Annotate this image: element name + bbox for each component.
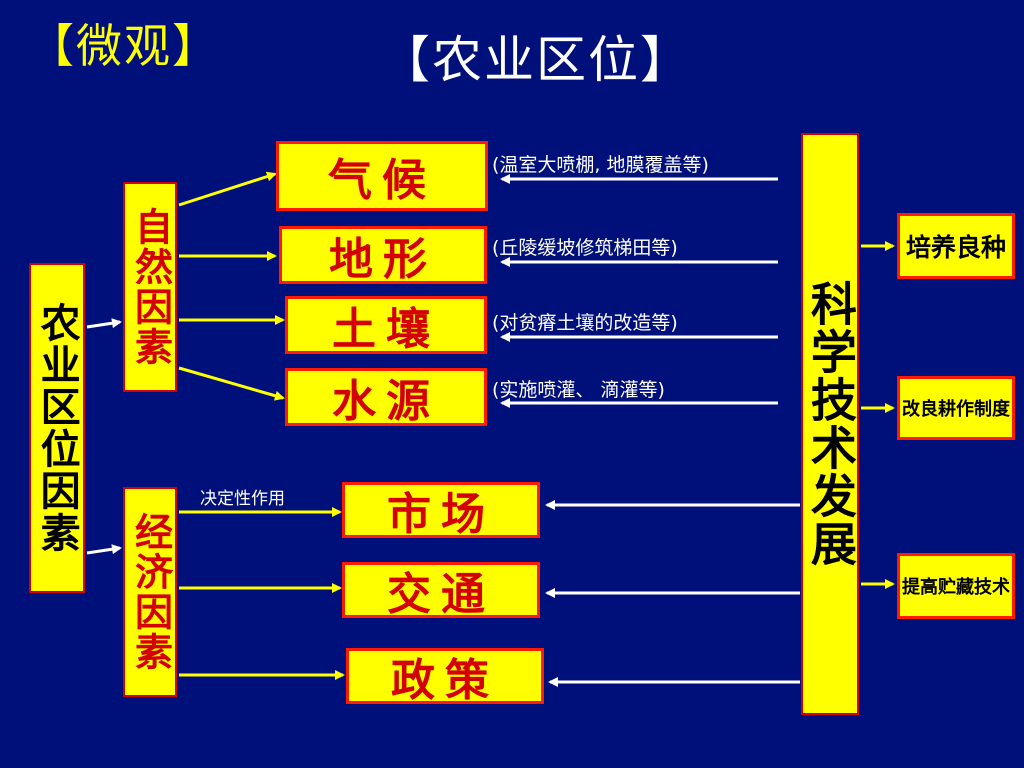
- main-factor-label: 农业区位因素: [33, 302, 81, 554]
- note-soil: (对贫瘠土壤的改造等): [492, 312, 678, 334]
- arrow-natural-to-water: [178, 366, 285, 401]
- factor-transport-label: 交通: [387, 569, 495, 620]
- factor-market-label: 市场: [387, 489, 495, 540]
- note-water: (实施喷灌、 滴灌等): [492, 379, 665, 401]
- factor-transport: 交通: [342, 562, 540, 620]
- economic-factors-box: 经济因素: [123, 487, 177, 697]
- main-factor-box: 农业区位因素: [29, 263, 85, 593]
- factor-market: 市场: [342, 482, 540, 540]
- economic-factors-label: 经济因素: [128, 512, 173, 672]
- note-terrain: (丘陵缓坡修筑梯田等): [492, 237, 678, 259]
- outcome-storage-label: 提高贮藏技术: [902, 577, 1010, 598]
- arrow-natural-to-climate: [178, 171, 277, 207]
- natural-factors-box: 自然因素: [123, 182, 177, 392]
- outcome-seed: 培养良种: [897, 213, 1015, 279]
- factor-water-label: 水源: [332, 376, 440, 427]
- factor-climate: 气候: [276, 141, 488, 211]
- note-climate: (温室大喷棚, 地膜覆盖等): [492, 154, 709, 176]
- decisive-note: 决定性作用: [200, 489, 285, 509]
- natural-factors-label: 自然因素: [128, 207, 173, 367]
- page-title: 【农业区位】: [380, 31, 692, 89]
- factor-terrain: 地形: [279, 226, 487, 285]
- arrow-main-to-economic: [86, 544, 122, 555]
- arrow-main-to-natural: [86, 318, 122, 329]
- outcome-storage: 提高贮藏技术: [897, 553, 1015, 619]
- outcome-farming-label: 改良耕作制度: [902, 399, 1010, 420]
- factor-terrain-label: 地形: [329, 234, 437, 285]
- factor-water: 水源: [285, 368, 487, 427]
- outcome-seed-label: 培养良种: [905, 233, 1006, 262]
- factor-policy: 政策: [346, 648, 544, 706]
- factor-soil-label: 土壤: [332, 304, 440, 355]
- factor-climate-label: 气候: [328, 155, 436, 206]
- factor-policy-label: 政策: [391, 655, 499, 706]
- factor-soil: 土壤: [285, 296, 487, 355]
- micro-label: 【微观】: [28, 19, 220, 73]
- science-tech-box: 科学技术发展: [801, 133, 859, 715]
- science-tech-label: 科学技术发展: [803, 280, 858, 568]
- outcome-farming: 改良耕作制度: [897, 376, 1015, 440]
